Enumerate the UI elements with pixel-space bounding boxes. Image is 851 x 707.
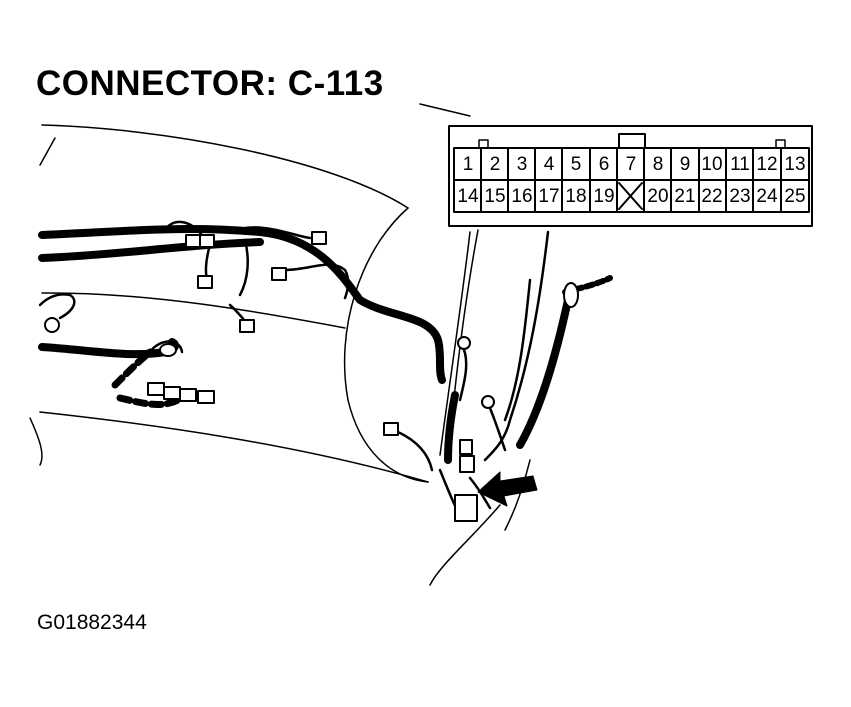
connector-title: CONNECTOR: C-113 xyxy=(36,64,384,103)
pin-label: 19 xyxy=(593,186,614,207)
pin-label: 11 xyxy=(730,154,750,175)
harness-connectors xyxy=(44,231,579,522)
pin-label: 13 xyxy=(784,154,805,175)
pin-label: 2 xyxy=(490,154,501,175)
pin-label: 6 xyxy=(599,154,610,175)
pin-label: 25 xyxy=(784,186,805,207)
pin-label: 8 xyxy=(653,154,664,175)
pin-label: 4 xyxy=(544,154,555,175)
branch-wires xyxy=(38,220,550,514)
connector-face-view xyxy=(448,125,813,227)
pin-label: 23 xyxy=(729,186,750,207)
pin-label: 16 xyxy=(511,186,532,207)
pin-label: 18 xyxy=(565,186,586,207)
pin-label: 9 xyxy=(680,154,691,175)
pin-label: 12 xyxy=(756,154,777,175)
pin-label: 21 xyxy=(674,186,695,207)
pin-label: 14 xyxy=(457,186,479,207)
pin-label: 20 xyxy=(647,186,668,207)
pin-label: 10 xyxy=(701,154,722,175)
pin-label: 1 xyxy=(463,154,474,175)
pin-label: 24 xyxy=(756,186,778,207)
location-arrow xyxy=(477,471,538,507)
title-leader-line xyxy=(419,103,471,117)
pin-label: 3 xyxy=(517,154,528,175)
connector-pin-labels: 1 2 3 4 5 6 7 8 9 10 11 12 13 14 15 16 1… xyxy=(457,154,805,207)
figure-id: G01882344 xyxy=(37,611,147,634)
pin-label: 15 xyxy=(484,186,505,207)
pin-label: 7 xyxy=(626,154,637,175)
pin-label: 5 xyxy=(571,154,582,175)
pin-label: 17 xyxy=(538,186,559,207)
pin-label: 22 xyxy=(701,186,722,207)
